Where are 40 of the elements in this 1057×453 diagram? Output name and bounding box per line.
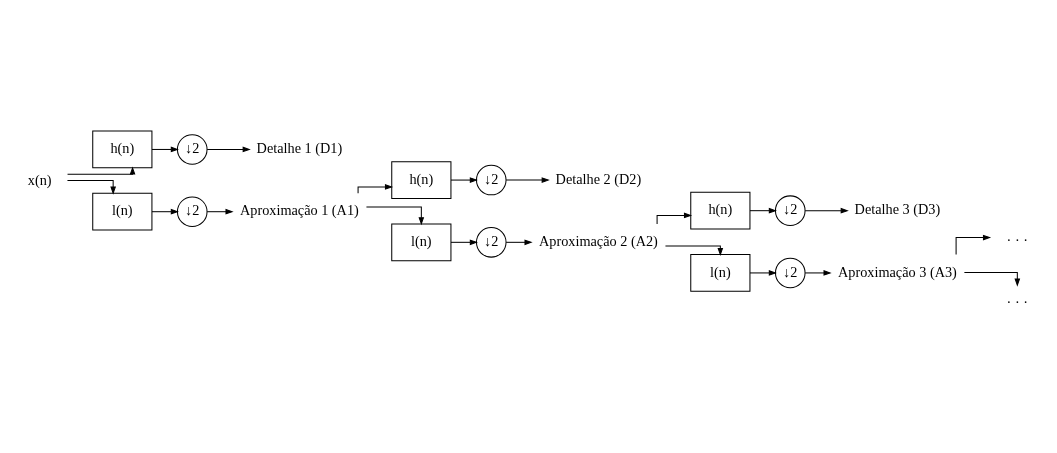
arrow <box>206 146 251 153</box>
node-box: h(n) <box>391 161 452 199</box>
node-text: · · · <box>1006 232 1029 249</box>
node-box: l(n) <box>690 254 751 292</box>
node-text: Detalhe 3 (D3) <box>854 201 941 218</box>
node-circle: ↓2 <box>774 195 806 226</box>
arrow <box>963 271 1021 287</box>
arrow <box>749 270 777 276</box>
arrow <box>749 207 777 214</box>
node-text: Aproximação 3 (A3) <box>837 263 957 280</box>
node-box: l(n) <box>391 223 452 262</box>
arrow <box>365 206 425 226</box>
arrow <box>357 184 394 194</box>
node-text: Aproximação 2 (A2) <box>538 233 658 250</box>
node-circle: ↓2 <box>176 134 208 165</box>
arrow <box>505 177 550 183</box>
arrow <box>151 208 179 215</box>
arrow <box>664 245 724 257</box>
arrow <box>955 234 992 255</box>
arrow <box>66 180 116 195</box>
node-circle: ↓2 <box>475 227 507 258</box>
node-box: h(n) <box>690 191 751 230</box>
arrow <box>151 146 179 153</box>
node-text: · · · <box>1006 294 1029 311</box>
node-text: Detalhe 2 (D2) <box>555 170 642 187</box>
arrow <box>804 270 832 276</box>
arrow <box>206 208 234 215</box>
arrow <box>450 239 478 246</box>
arrow <box>450 177 478 183</box>
node-circle: ↓2 <box>475 164 507 196</box>
node-circle: ↓2 <box>774 257 806 289</box>
node-circle: ↓2 <box>176 196 208 227</box>
arrow <box>67 166 136 175</box>
node-text: x(n) <box>27 171 52 188</box>
node-text: Detalhe 1 (D1) <box>256 140 343 157</box>
arrow <box>505 239 533 246</box>
node-text: Aproximação 1 (A1) <box>239 202 359 219</box>
arrow <box>804 207 849 214</box>
node-box: h(n) <box>92 130 153 169</box>
node-box: l(n) <box>92 192 153 231</box>
